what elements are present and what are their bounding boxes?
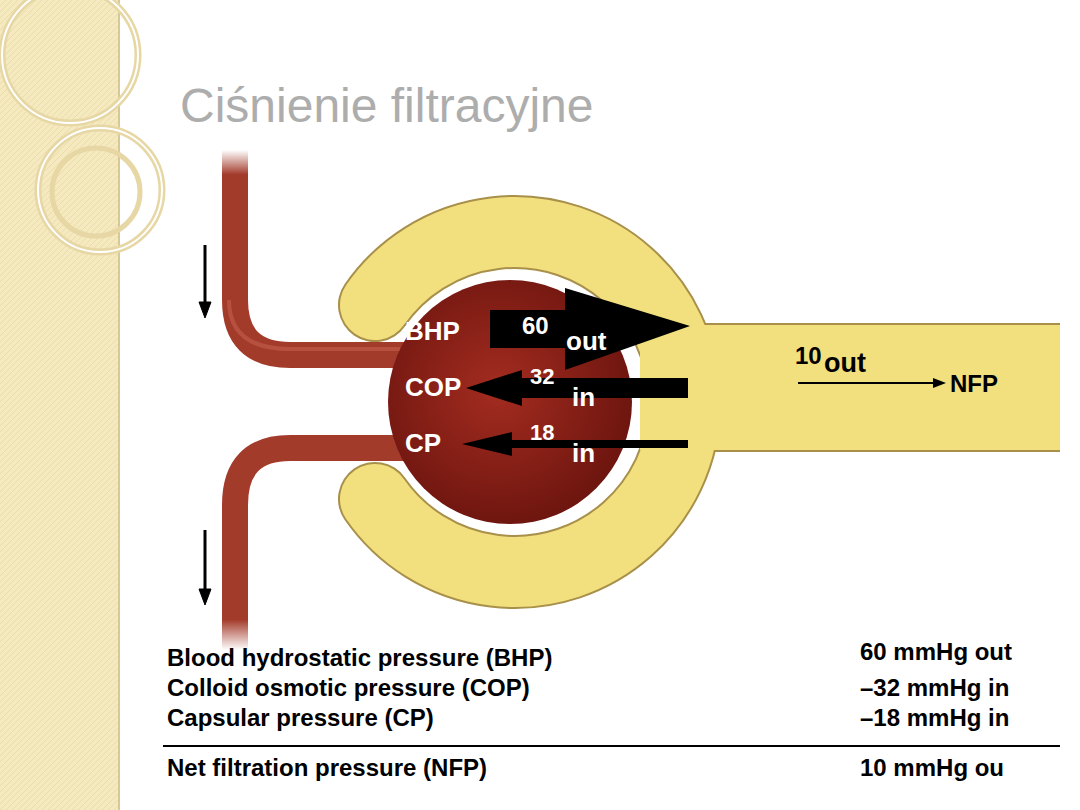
pressure-value: 10: [795, 344, 822, 368]
table-cell: Blood hydrostatic pressure (BHP): [167, 646, 552, 670]
pressure-value: 18: [530, 422, 554, 444]
part-label: COP: [405, 374, 461, 400]
table-cell: Capsular pressure (CP): [167, 706, 434, 730]
pressure-value: 60: [522, 314, 549, 338]
direction-label: in: [572, 384, 595, 410]
table-cell: Colloid osmotic pressure (COP): [167, 676, 530, 700]
decor-circles: [2, 0, 162, 252]
bowman-capsule: [375, 232, 1060, 572]
part-label: BHP: [405, 318, 460, 344]
part-label: CP: [405, 430, 441, 456]
table-rule: [163, 745, 1060, 747]
direction-label: in: [572, 440, 595, 466]
table-cell: Net filtration pressure (NFP): [167, 756, 487, 780]
part-label: NFP: [950, 372, 998, 396]
direction-label: out: [566, 328, 606, 354]
bhp-arrow: [490, 288, 690, 370]
table-cell: –18 mmHg in: [860, 706, 1009, 730]
table-cell: 60 mmHg out: [860, 640, 1012, 664]
nfp-arrow: [798, 378, 946, 388]
direction-label: out: [824, 350, 866, 377]
flow-arrow: [199, 245, 211, 605]
pressure-value: 32: [530, 366, 554, 388]
table-cell: –32 mmHg in: [860, 676, 1009, 700]
table-cell: 10 mmHg ou: [860, 756, 1004, 780]
slide-title: Ciśnienie filtracyjne: [180, 82, 594, 130]
